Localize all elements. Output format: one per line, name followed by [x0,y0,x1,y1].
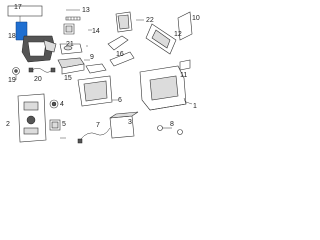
callout-6: 6 [118,97,122,104]
control-knob[interactable] [49,99,59,109]
callout-17: 17 [14,4,22,11]
control-switch-panel[interactable] [17,93,47,143]
connector[interactable] [65,16,81,21]
upper-mount[interactable] [179,59,191,71]
callout-11: 11 [180,72,187,79]
callout-5: 5 [62,121,66,128]
side-panel[interactable] [145,23,177,55]
callout-16: 16 [116,51,124,58]
callout-22: 22 [146,17,154,24]
callout-1: 1 [193,103,197,110]
wire-harness[interactable] [28,67,56,73]
mounting-clip[interactable] [157,125,183,135]
storage-bin[interactable] [109,111,139,139]
callout-19: 19 [8,77,16,84]
callout-4: 4 [60,101,64,108]
callout-7: 7 [96,122,100,129]
storage-pad[interactable] [85,63,107,74]
callout-8: 8 [170,121,174,128]
callout-20: 20 [34,76,42,83]
round-fitting[interactable] [12,67,20,81]
callout-12: 12 [174,31,182,38]
callout-9: 9 [90,54,94,61]
callout-3: 3 [128,119,132,126]
upper-panel[interactable] [115,11,133,33]
callout-10: 10 [192,15,200,22]
callout-14: 14 [92,28,100,35]
trim-strip[interactable] [107,35,135,67]
callout-15: 15 [64,75,72,82]
callout-13: 13 [82,7,90,14]
parts-diagram: 17 18 21 13 22 12 10 14 9 16 15 19 20 11… [6,4,200,144]
small-bracket[interactable] [63,23,75,35]
main-console-body[interactable] [139,65,187,111]
cable[interactable] [77,127,111,144]
callout-2: 2 [6,121,10,128]
callout-18: 18 [8,33,16,40]
end-panel[interactable] [177,11,193,41]
rear-console-housing[interactable] [77,75,113,107]
sensor-switch[interactable] [49,119,61,131]
callout-21: 21 [66,41,74,48]
cup-holder-insert[interactable] [59,43,83,55]
console-box[interactable] [57,57,85,75]
console-tray-assembly[interactable] [7,5,57,63]
